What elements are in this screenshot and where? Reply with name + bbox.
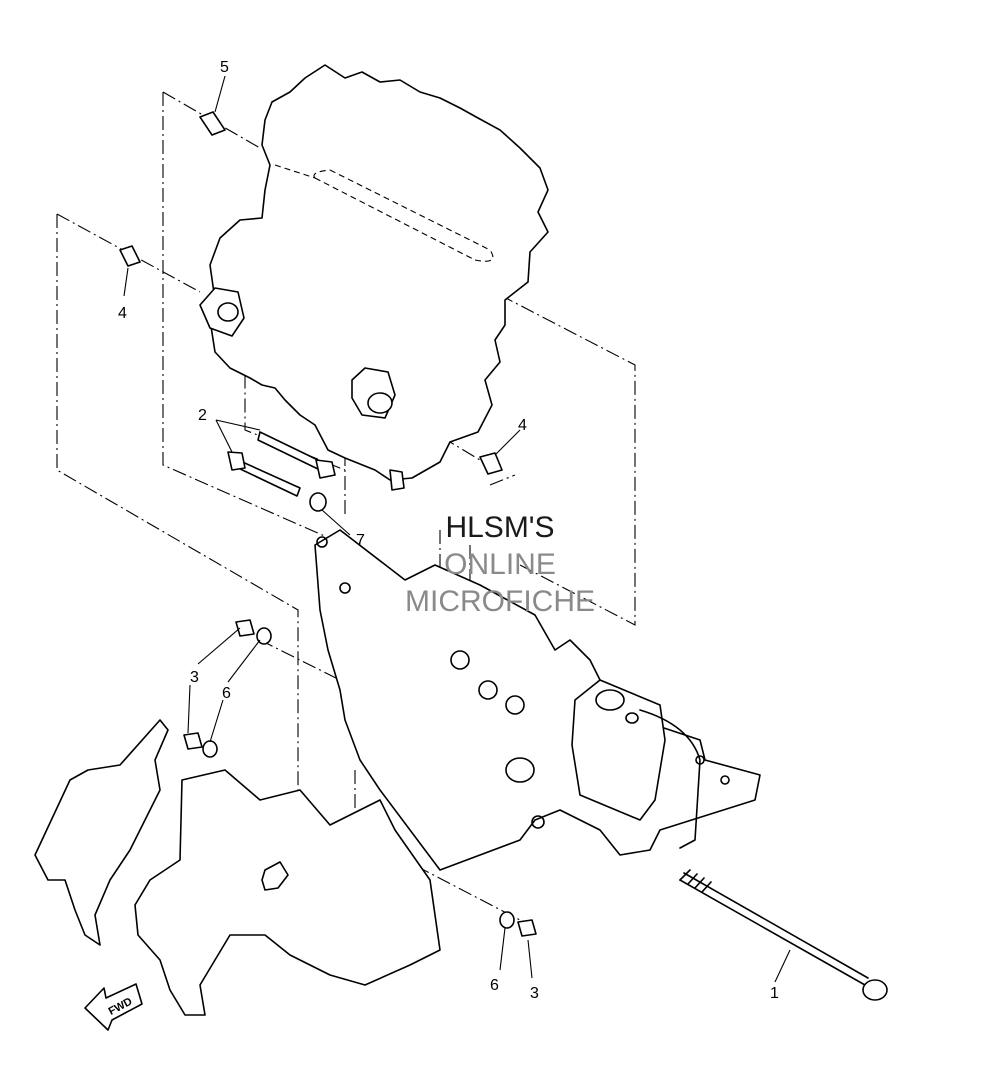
callout-labels: 1 2 3 3 4 4 5 6 6 7 <box>118 59 779 1002</box>
watermark: HLSM'S ONLINE MICROFICHE <box>405 511 595 618</box>
engine-mount-bracket <box>314 529 761 871</box>
watermark-line-3: MICROFICHE <box>405 585 595 618</box>
callout-1: 1 <box>770 985 779 1002</box>
callout-4-left: 4 <box>118 305 127 322</box>
part-1-through-bolt <box>679 869 888 1001</box>
callout-6-upper: 6 <box>222 685 231 702</box>
part-4-5-studs <box>119 111 503 475</box>
callout-4-right: 4 <box>518 417 527 434</box>
nuts-and-washers <box>183 492 537 937</box>
watermark-line-2: ONLINE <box>444 548 556 581</box>
callout-5: 5 <box>220 59 229 76</box>
callout-2: 2 <box>198 407 207 424</box>
callout-3-lower: 3 <box>530 985 539 1002</box>
hull-frame <box>34 719 441 1016</box>
forward-direction-arrow: FWD <box>84 983 143 1031</box>
callout-7: 7 <box>356 532 365 549</box>
callout-leaders <box>123 75 791 983</box>
callout-6-lower: 6 <box>490 977 499 994</box>
callout-3-upper: 3 <box>190 669 199 686</box>
part-2-bolts <box>227 431 336 497</box>
engine-block <box>199 64 549 491</box>
watermark-line-1: HLSM'S <box>445 511 554 544</box>
